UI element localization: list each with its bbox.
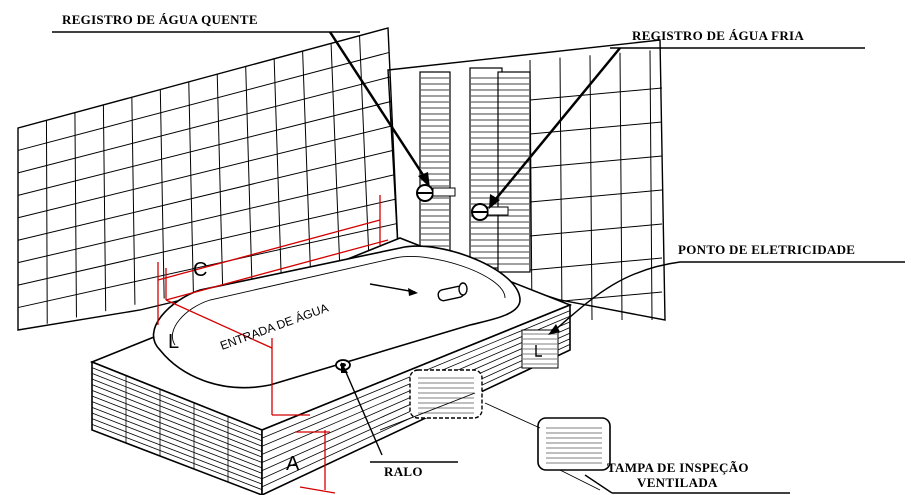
faucet-spout-icon [437,282,468,302]
dimension-lines [157,195,389,494]
left-tile-wall [17,27,399,331]
cold-water-valve-label: REGISTRO DE ÁGUA FRIA [632,28,804,43]
inspection-cover-installed [409,369,483,419]
dimension-width-label: L [168,331,179,353]
dimension-length-label: C [193,259,207,281]
drain-label: RALO [384,464,423,479]
inspection-cover-label-2: VENTILADA [637,475,718,490]
inspection-cover-removed [537,417,611,471]
electric-point-label: PONTO DE ELETRICIDADE [678,242,855,257]
hot-water-valve-icon [416,184,456,202]
electric-point [521,329,559,369]
cold-water-valve-icon [471,203,509,221]
pipe-chase [419,67,531,273]
right-tile-wall [387,39,666,321]
leader-lines [52,31,905,494]
inspection-cover-label-1: TAMPA DE INSPEÇÃO [607,460,749,475]
hot-water-valve-label: REGISTRO DE ÁGUA QUENTE [62,12,258,27]
dimension-height-label: A [286,453,300,475]
